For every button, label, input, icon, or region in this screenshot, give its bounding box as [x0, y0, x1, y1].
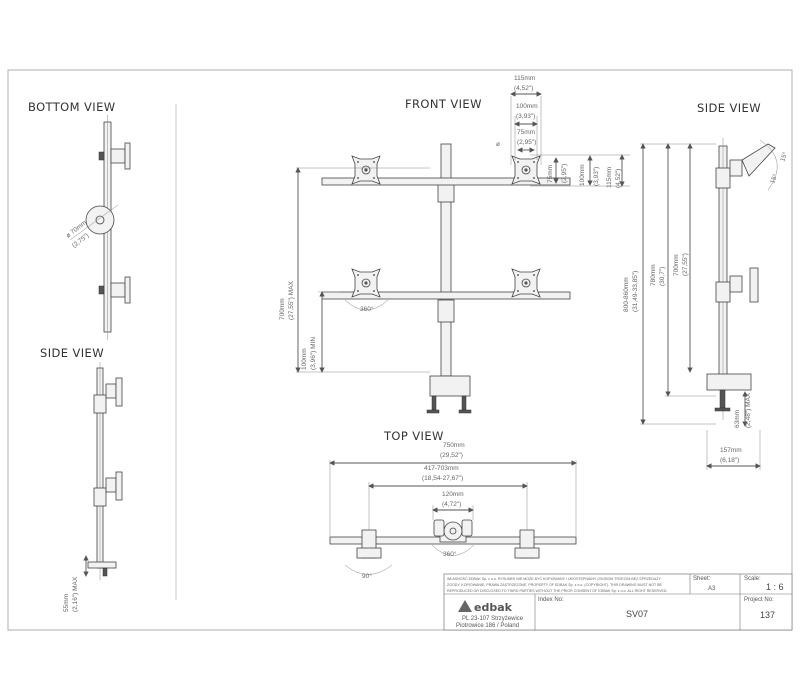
front-height-dim-in: (27,55") MAX	[288, 281, 295, 320]
top-rotation-dim: 360°	[443, 550, 457, 558]
tilt-dim: 15°	[778, 150, 789, 162]
diameter-symbol: ø	[496, 141, 500, 148]
vesa-75-dim: 75mm	[517, 129, 535, 136]
top-120-dim: 120mm	[442, 491, 464, 498]
drawing-frame	[7, 69, 793, 631]
index-value: SV07	[626, 609, 648, 619]
front-height-dim: 700mm	[279, 298, 286, 320]
front-min-dim: 100mm	[301, 348, 308, 370]
side-780-dim: 780mm	[650, 264, 657, 286]
vesa-100-dim-in: (3,93")	[516, 113, 535, 120]
edbak-logo-icon	[458, 600, 472, 612]
top-rotation-90-dim: 90°	[362, 572, 372, 580]
copyright-line-1: WŁASNOŚĆ EDBAK Sp. z o.o. RYSUNEK NIE MO…	[447, 576, 661, 581]
side-157-dim: 157mm	[720, 447, 742, 454]
brand-name: edbak	[474, 601, 513, 614]
bottom-view: ø 70mm (2,75")	[65, 115, 131, 340]
side-view-left-label: SIDE VIEW	[40, 346, 104, 360]
scale-value: 1 : 6	[766, 582, 784, 592]
project-value: 137	[760, 610, 775, 620]
vesa-115-dim: 115mm	[514, 75, 535, 82]
side-63-dim-in: (2,48") MAX	[745, 392, 752, 428]
sheet-label: Sheet:	[693, 576, 711, 582]
vesa-v115-dim: 115mm	[606, 167, 613, 188]
front-min-dim-in: (3,96") MIN	[310, 337, 317, 370]
front-view-label: FRONT VIEW	[405, 97, 482, 111]
side-total-dim: 800-860mm	[623, 277, 630, 312]
address-line-1: PL 23-107 Strzyżewice	[462, 616, 524, 622]
vesa-100-dim: 100mm	[516, 103, 538, 110]
front-view: 360° 700mm (27,55") MAX 100mm (3,96") MI…	[279, 75, 630, 414]
copyright-line-2: ZGODY, KOPIOWANIE, PRAWA ZASTRZEŻONE. PR…	[447, 582, 663, 587]
top-750-dim: 750mm	[443, 442, 465, 449]
bottom-view-label: BOTTOM VIEW	[28, 100, 116, 114]
top-view: 90° 360° 750mm (29,52") 417-703mm (18,54…	[329, 442, 577, 580]
vesa-v100-dim-in: (3,93")	[593, 167, 600, 186]
copyright-line-3: REPRODUCED OR DISCLOSED TO THIRD PARTIES…	[447, 589, 667, 593]
sheet-value: A3	[708, 586, 716, 592]
vesa-115-dim-in: (4,52")	[514, 85, 533, 92]
side-780-dim-in: (30,7")	[659, 267, 666, 286]
vesa-v100-dim: 100mm	[579, 164, 586, 186]
address-line-2: Piotrowice 186 / Poland	[456, 623, 519, 629]
side-700-dim: 700mm	[673, 254, 680, 276]
vesa-v115-dim-in: (4,52")	[615, 169, 622, 188]
vesa-v75-dim: 75mm	[547, 165, 554, 183]
scale-label: Scale:	[744, 576, 761, 582]
side-157-dim-in: (6,18")	[720, 457, 739, 464]
side-700-dim-in: (27,55")	[682, 253, 689, 276]
side-left-55-dim: 55mm	[63, 594, 70, 612]
top-view-label: TOP VIEW	[383, 429, 444, 443]
side-left-55-dim-in: (2,16") MAX	[72, 576, 79, 612]
index-label: Index No:	[538, 597, 564, 603]
vesa-v75-dim-in: (2,95")	[561, 164, 568, 183]
front-rotation-dim: 360°	[360, 305, 374, 313]
side-63-dim: 63mm	[734, 410, 741, 428]
top-range-dim-in: (18,54-27,67")	[422, 475, 463, 482]
side-view-left: 55mm (2,16") MAX	[63, 362, 123, 612]
vesa-75-dim-in: (2,95")	[517, 139, 536, 146]
top-120-dim-in: (4,72")	[442, 501, 461, 508]
top-range-dim: 417-703mm	[424, 465, 459, 472]
side-view-right-label: SIDE VIEW	[697, 101, 761, 115]
project-label: Project No:	[744, 597, 774, 603]
side-total-dim-in: (31,49-33,85")	[632, 271, 639, 312]
tilt-dim-2: 15°	[768, 172, 779, 184]
top-750-dim-in: (29,52")	[440, 452, 463, 459]
side-view-right: 15° 15° 800-860mm (31,49-33,85") 780mm (…	[623, 138, 789, 470]
title-block: WŁASNOŚĆ EDBAK Sp. z o.o. RYSUNEK NIE MO…	[443, 573, 793, 631]
